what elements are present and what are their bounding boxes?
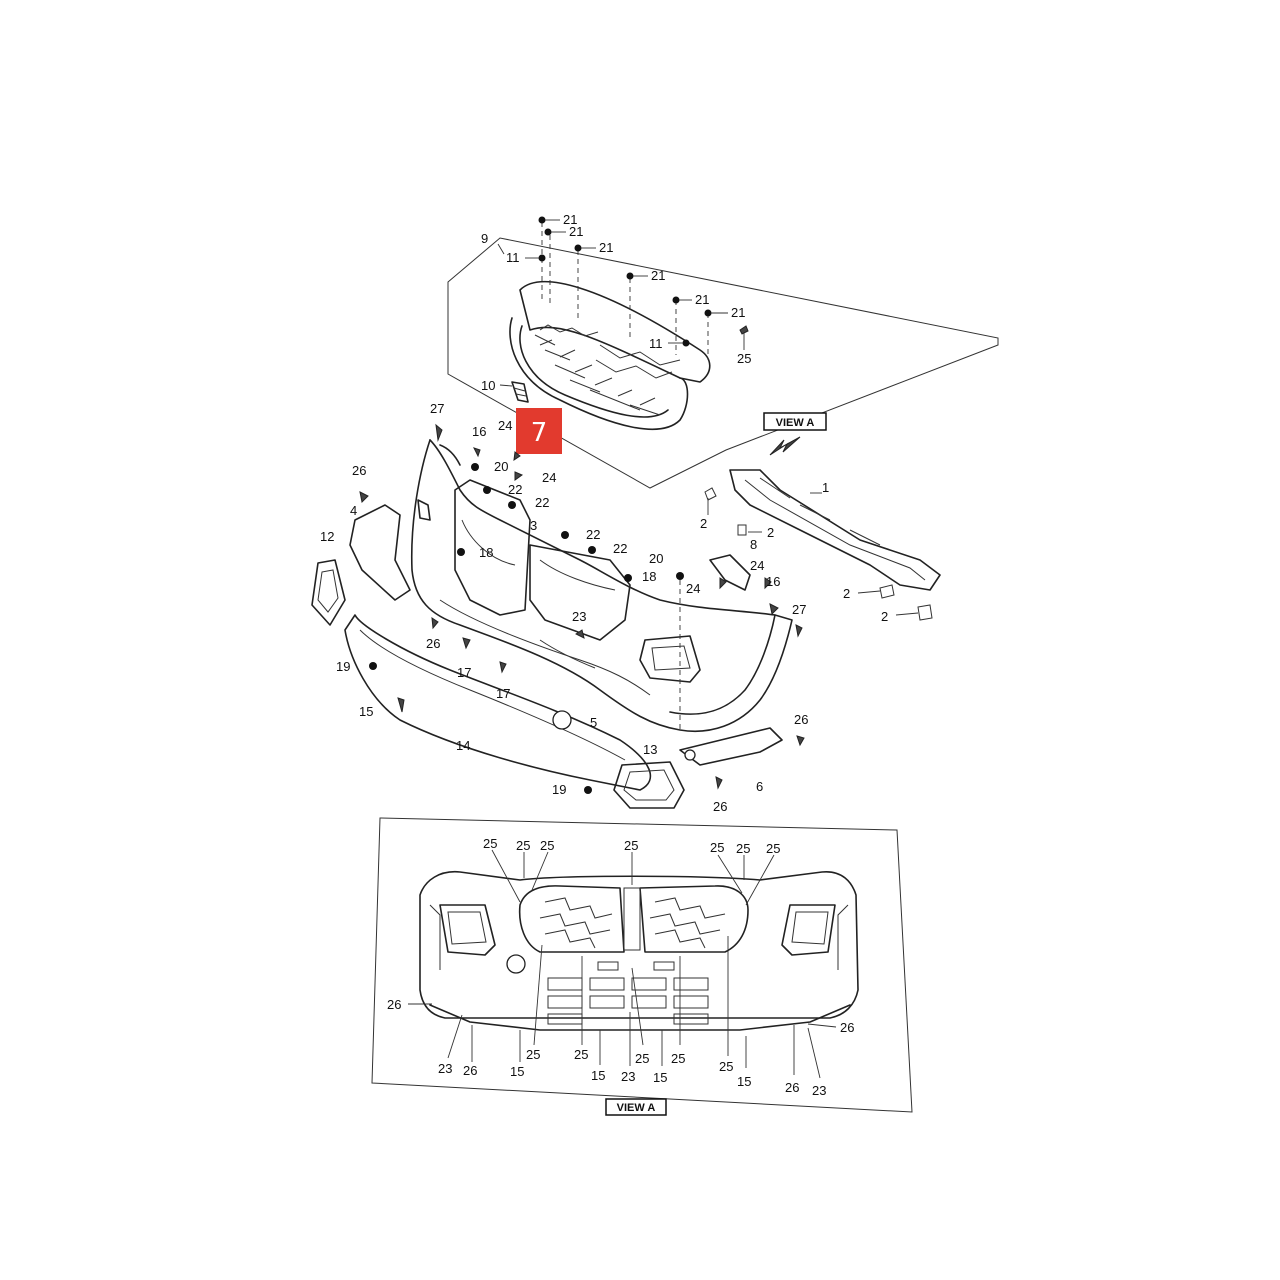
bumper-fasteners xyxy=(359,423,805,794)
view-a-part-label: 25 xyxy=(635,1051,649,1066)
part-label: 4 xyxy=(350,503,357,518)
part-label: 22 xyxy=(613,541,627,556)
part-label: 1 xyxy=(822,480,829,495)
exploded-view-labels: 21 21 21 21 21 21 9 11 11 25 10 27 16 24… xyxy=(320,212,888,814)
reinforcement-bar xyxy=(704,469,941,621)
part-label: 26 xyxy=(426,636,440,651)
view-a-label-top: VIEW A xyxy=(776,417,815,429)
view-a-part-label: 26 xyxy=(840,1020,854,1035)
callout-badge: 7 xyxy=(516,408,562,454)
part-label: 11 xyxy=(649,336,663,351)
part-label: 21 xyxy=(569,224,583,239)
part-label: 21 xyxy=(695,292,709,307)
part-label: 11 xyxy=(506,250,520,265)
grille-assembly xyxy=(447,216,999,489)
part-label: 27 xyxy=(430,401,444,416)
part-label: 18 xyxy=(642,569,656,584)
grille-mesh xyxy=(534,324,681,416)
part-label: 22 xyxy=(535,495,549,510)
view-a-part-label: 25 xyxy=(574,1047,588,1062)
part-label: 22 xyxy=(586,527,600,542)
part-label: 19 xyxy=(552,782,566,797)
view-a-part-label: 15 xyxy=(510,1064,524,1079)
view-a-part-label: 25 xyxy=(526,1047,540,1062)
part-label: 17 xyxy=(457,665,471,680)
part-label: 2 xyxy=(700,516,707,531)
part-label: 14 xyxy=(456,738,470,753)
part-label: 26 xyxy=(794,712,808,727)
view-a-part-label: 25 xyxy=(719,1059,733,1074)
view-a-part-label: 25 xyxy=(710,840,724,855)
front-bumper xyxy=(311,423,805,809)
part-label: 10 xyxy=(481,378,495,393)
part-label: 18 xyxy=(479,545,493,560)
view-a-part-label: 25 xyxy=(540,838,554,853)
part-label: 21 xyxy=(599,240,613,255)
part-label: 21 xyxy=(731,305,745,320)
view-a-part-label: 15 xyxy=(653,1070,667,1085)
part-label: 25 xyxy=(737,351,751,366)
view-a-panel xyxy=(371,817,913,1113)
view-a-part-label: 15 xyxy=(591,1068,605,1083)
view-a-tag-bottom: VIEW A xyxy=(605,1098,667,1116)
part-label: 6 xyxy=(756,779,763,794)
part-label: 26 xyxy=(713,799,727,814)
view-a-part-label: 25 xyxy=(671,1051,685,1066)
view-a-part-label: 15 xyxy=(737,1074,751,1089)
view-a-part-label: 26 xyxy=(785,1080,799,1095)
part-label: 8 xyxy=(750,537,757,552)
view-a-lower-slots xyxy=(547,961,709,1025)
view-a-part-label: 25 xyxy=(516,838,530,853)
part-label: 16 xyxy=(766,574,780,589)
part-label: 26 xyxy=(352,463,366,478)
part-label: 16 xyxy=(472,424,486,439)
view-a-tag-top: VIEW A xyxy=(763,412,827,456)
part-label: 3 xyxy=(530,518,537,533)
view-a-part-label: 26 xyxy=(387,997,401,1012)
part-label: 9 xyxy=(481,231,488,246)
part-label: 20 xyxy=(649,551,663,566)
view-a-part-label: 25 xyxy=(736,841,750,856)
part-label: 24 xyxy=(750,558,764,573)
part-label: 13 xyxy=(643,742,657,757)
view-a-label-bottom: VIEW A xyxy=(617,1102,656,1114)
view-a-part-label: 23 xyxy=(621,1069,635,1084)
view-a-part-label: 23 xyxy=(812,1083,826,1098)
part-label: 23 xyxy=(572,609,586,624)
view-a-grille-mesh xyxy=(539,897,726,949)
part-label: 19 xyxy=(336,659,350,674)
part-label: 27 xyxy=(792,602,806,617)
view-a-part-label: 25 xyxy=(483,836,497,851)
view-a-labels: 25 25 25 25 25 25 25 26 26 23 26 15 25 2… xyxy=(387,836,854,1098)
view-a-part-label: 26 xyxy=(463,1063,477,1078)
part-label: 21 xyxy=(651,268,665,283)
part-label: 21 xyxy=(563,212,577,227)
part-label: 2 xyxy=(881,609,888,624)
part-label: 12 xyxy=(320,529,334,544)
part-label: 24 xyxy=(542,470,556,485)
part-label: 15 xyxy=(359,704,373,719)
part-label: 17 xyxy=(496,686,510,701)
part-label: 2 xyxy=(767,525,774,540)
part-label: 22 xyxy=(508,482,522,497)
part-label: 2 xyxy=(843,586,850,601)
callout-number: 7 xyxy=(531,418,548,448)
part-label: 5 xyxy=(590,715,597,730)
part-label: 24 xyxy=(686,581,700,596)
view-a-part-label: 23 xyxy=(438,1061,452,1076)
view-a-part-label: 25 xyxy=(766,841,780,856)
view-a-part-label: 25 xyxy=(624,838,638,853)
part-label: 20 xyxy=(494,459,508,474)
part-label: 24 xyxy=(498,418,512,433)
